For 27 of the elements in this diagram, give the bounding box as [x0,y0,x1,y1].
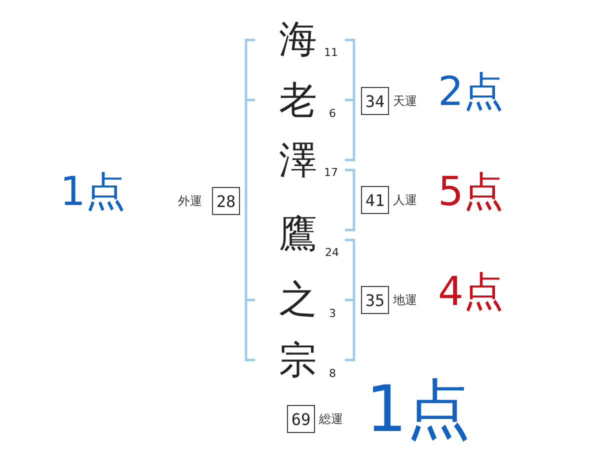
stroke-count: 8 [329,368,336,379]
fortune-label: 総運 [319,413,343,425]
stroke-total-box: 34 [361,87,389,115]
stroke-count: 17 [324,167,338,178]
fortune-label: 地運 [393,294,417,306]
stroke-total-box: 35 [361,286,389,314]
name-character: 澤 [279,141,317,179]
name-character: 之 [279,280,317,318]
stroke-total-box: 28 [212,187,240,215]
stroke-total-box: 69 [287,405,315,433]
name-character: 鷹 [279,215,317,253]
score-label: 4点 [438,272,504,312]
fortune-label: 天運 [393,95,417,107]
stroke-count: 24 [325,247,339,258]
name-character: 海 [279,20,317,58]
stroke-count: 6 [329,108,336,119]
stroke-count: 3 [329,308,336,319]
name-character: 宗 [279,341,317,379]
stroke-total-box: 41 [361,186,389,214]
fortune-label: 人運 [393,194,417,206]
name-character: 老 [279,81,317,119]
score-label: 5点 [438,172,504,212]
score-label: 2点 [438,72,504,112]
fortune-label: 外運 [178,195,202,207]
stroke-count: 11 [324,47,338,58]
score-label: 1点 [366,378,471,442]
score-label: 1点 [60,172,126,212]
